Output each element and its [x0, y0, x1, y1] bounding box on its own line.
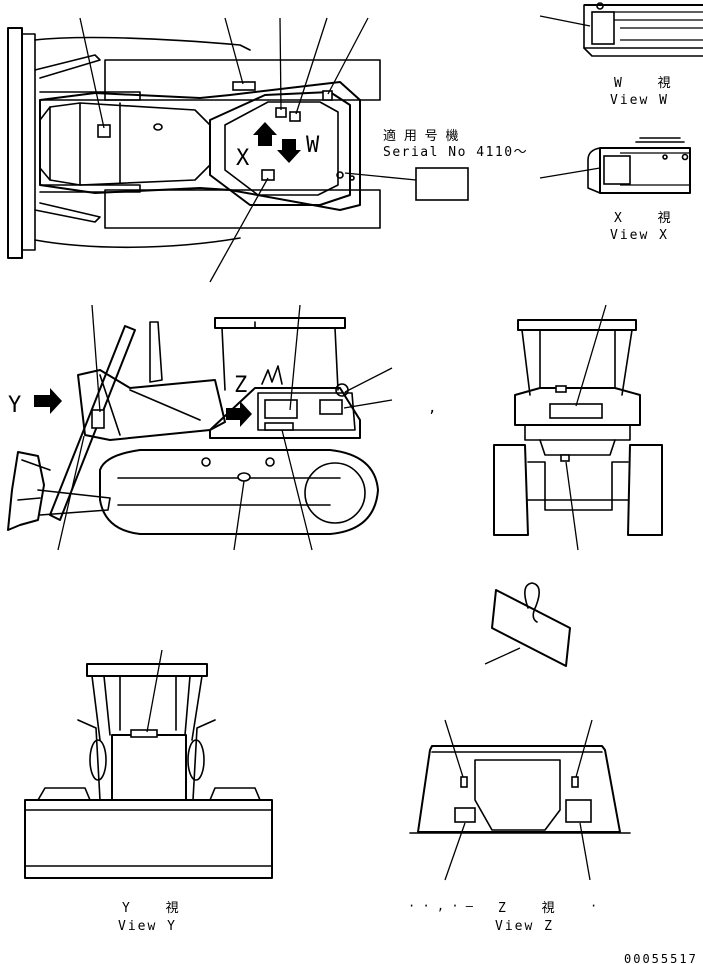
rear-decal-main [549, 403, 603, 419]
view-y-arrow-icon [34, 388, 62, 414]
rear-decal-top [555, 385, 567, 393]
view-x-decal [603, 155, 631, 185]
view-z-decal-left [454, 807, 476, 823]
view-y-decal [130, 729, 158, 738]
view-z-detail: · · , · – Z 視 View Z · [408, 719, 631, 934]
view-z-dot-right: · [590, 899, 597, 913]
view-z-marker: Z [234, 373, 247, 398]
view-y-title-jp: Y 視 [122, 901, 193, 916]
view-w-detail: W 視 View W [539, 2, 703, 108]
view-z-title-en: View Z [495, 919, 554, 934]
view-y-title-en: View Y [118, 919, 177, 934]
view-w-title-jp: W 視 [614, 76, 685, 91]
tag-detail [484, 582, 571, 667]
view-x-title-jp: X 視 [614, 211, 685, 226]
view-w-marker: W [306, 133, 320, 158]
side-view: Y Z , [7, 304, 436, 551]
view-z-dots: · · , · – [408, 899, 474, 913]
rear-view [493, 304, 663, 551]
side-decal-window [319, 399, 343, 415]
side-decal-cap [237, 472, 251, 482]
top-view: X W 適 用 号 機 Serial No 4110～ [7, 17, 528, 283]
view-z-title-jp: Z 視 [498, 901, 569, 916]
arrow-down-icon [277, 139, 301, 163]
arrow-up-icon [253, 122, 277, 146]
serial-label-jp: 適 用 号 機 [383, 128, 458, 144]
view-z-arrow-icon [226, 401, 252, 427]
view-w-title-en: View W [610, 93, 669, 108]
side-decal-cab [264, 422, 294, 431]
view-y-detail: Y 視 View Y [24, 649, 273, 934]
view-z-decal-left-small [460, 776, 468, 788]
drawing-number: 00055517 [624, 952, 698, 964]
side-decal-hood [91, 409, 105, 429]
serial-label-box [415, 167, 469, 201]
serial-label-en: Serial No 4110～ [383, 145, 528, 160]
view-z-decal-right [565, 799, 592, 823]
view-z-decal-right-small [571, 776, 579, 788]
view-x-detail: X 視 View X [539, 137, 691, 243]
view-x-marker: X [236, 146, 250, 171]
view-w-decal [591, 11, 615, 45]
side-view-comma: , [428, 400, 436, 416]
view-y-marker: Y [8, 393, 21, 418]
view-x-title-en: View X [610, 228, 669, 243]
rear-decal-low [560, 454, 570, 462]
